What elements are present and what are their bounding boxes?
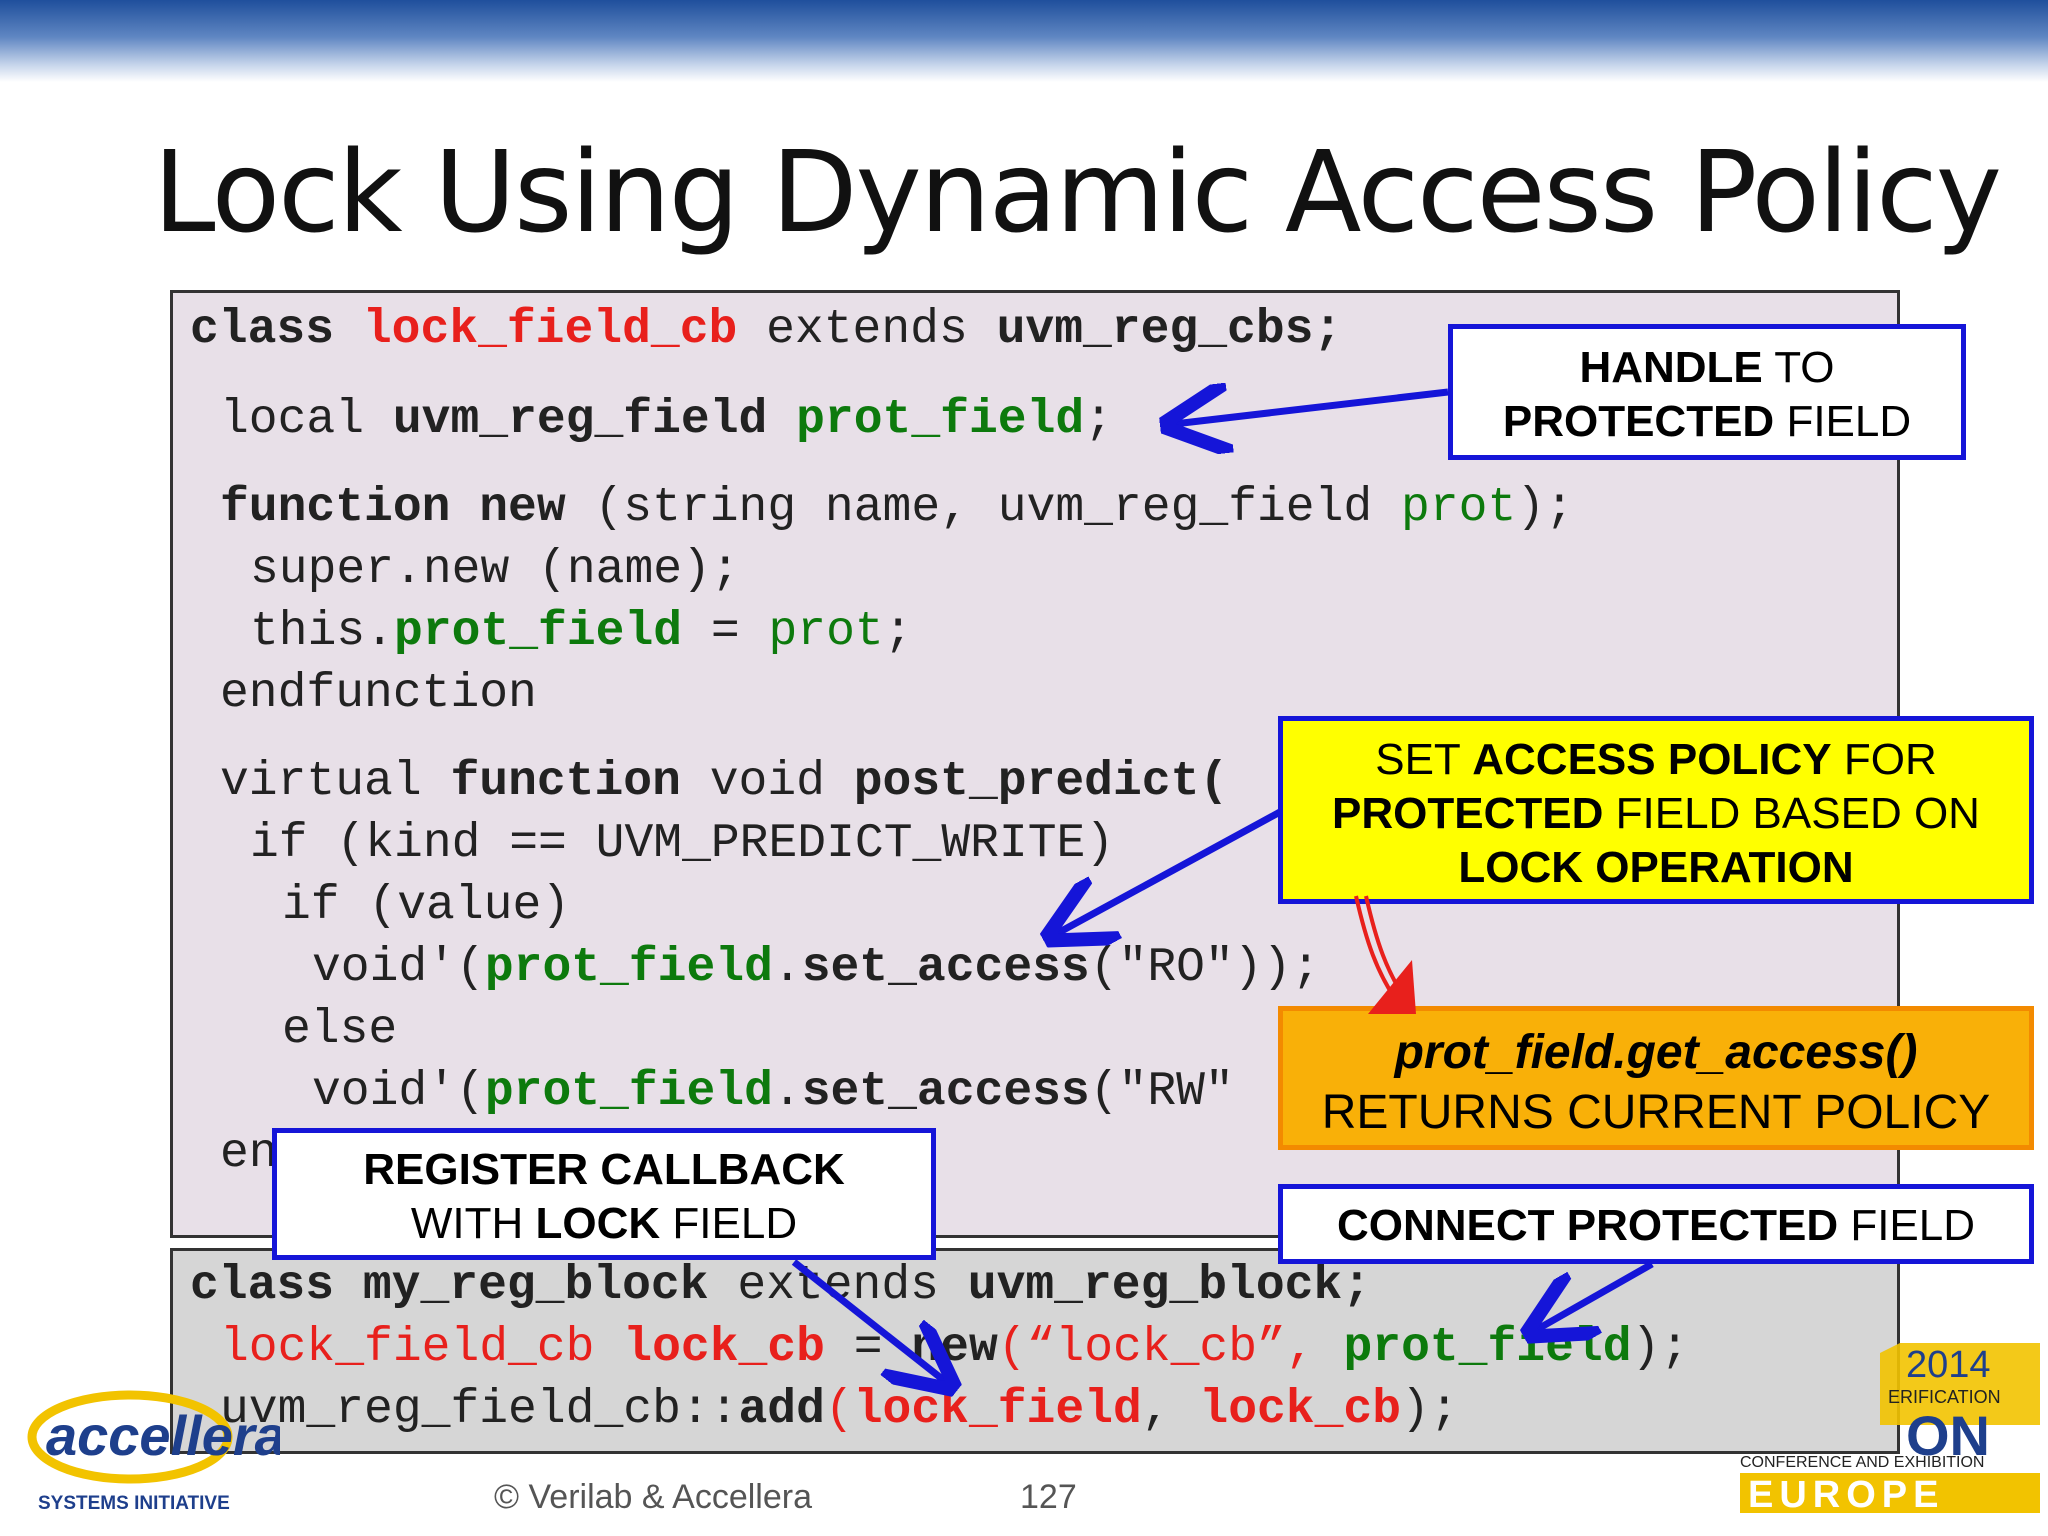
code-line: endfunction: [220, 667, 537, 721]
code-line: virtual function void post_predict(: [220, 755, 1229, 809]
code-line: super.new (name);: [250, 543, 740, 597]
code-line: local uvm_reg_field prot_field;: [220, 393, 1113, 447]
callout-register-callback: REGISTER CALLBACK WITH LOCK FIELD: [272, 1128, 936, 1260]
svg-text:ERIFICATION: ERIFICATION: [1888, 1387, 2001, 1407]
code-line: class my_reg_block extends uvm_reg_block…: [190, 1259, 1372, 1313]
slide-title: Lock Using Dynamic Access Policy: [153, 128, 2002, 258]
svg-text:ON: ON: [1906, 1404, 1990, 1467]
dvcon-europe-logo: 2014 ERIFICATION ON CONFERENCE AND EXHIB…: [1740, 1335, 2040, 1516]
code-line: function new (string name, uvm_reg_field…: [220, 481, 1574, 535]
code-line: if (kind == UVM_PREDICT_WRITE): [250, 817, 1115, 871]
callout-handle-to-protected-field: HANDLE TO PROTECTED FIELD: [1448, 324, 1966, 460]
accellera-logo: accellera SYSTEMS INITIATIVE: [20, 1385, 286, 1515]
svg-text:CONFERENCE AND EXHIBITION: CONFERENCE AND EXHIBITION: [1740, 1454, 1984, 1471]
arrow-set-access: [1056, 808, 1282, 934]
page-number: 127: [1020, 1478, 1077, 1516]
callout-get-access: prot_field.get_access() RETURNS CURRENT …: [1278, 1006, 2034, 1150]
code-line: this.prot_field = prot;: [250, 605, 913, 659]
callout-set-access-policy: SET ACCESS POLICY FOR PROTECTED FIELD BA…: [1278, 716, 2034, 904]
svg-text:2014: 2014: [1906, 1344, 1991, 1386]
arrow-red-head: [1368, 960, 1416, 1014]
code-panel-reg-block: [170, 1248, 1900, 1454]
code-line: void'(prot_field.set_access("RO"));: [312, 941, 1321, 995]
footer-copyright: © Verilab & Accellera: [494, 1478, 812, 1516]
arrow-connect: [1536, 1260, 1654, 1330]
arrow-handle: [1174, 392, 1449, 424]
code-line: uvm_reg_field_cb::add(lock_field, lock_c…: [220, 1383, 1459, 1437]
code-line: else: [282, 1003, 398, 1057]
header-gradient-band: [0, 0, 2048, 82]
code-line: class lock_field_cb extends uvm_reg_cbs;: [190, 303, 1343, 357]
callout-connect-protected-field: CONNECT PROTECTED FIELD: [1278, 1184, 2034, 1264]
svg-text:SYSTEMS INITIATIVE: SYSTEMS INITIATIVE: [38, 1493, 230, 1514]
code-line: if (value): [282, 879, 571, 933]
arrow-register: [791, 1259, 946, 1382]
svg-text:EUROPE: EUROPE: [1748, 1474, 1944, 1515]
code-line: void'(prot_field.set_access("RW": [312, 1065, 1234, 1119]
svg-text:accellera: accellera: [46, 1404, 280, 1467]
code-line: en: [220, 1127, 278, 1181]
